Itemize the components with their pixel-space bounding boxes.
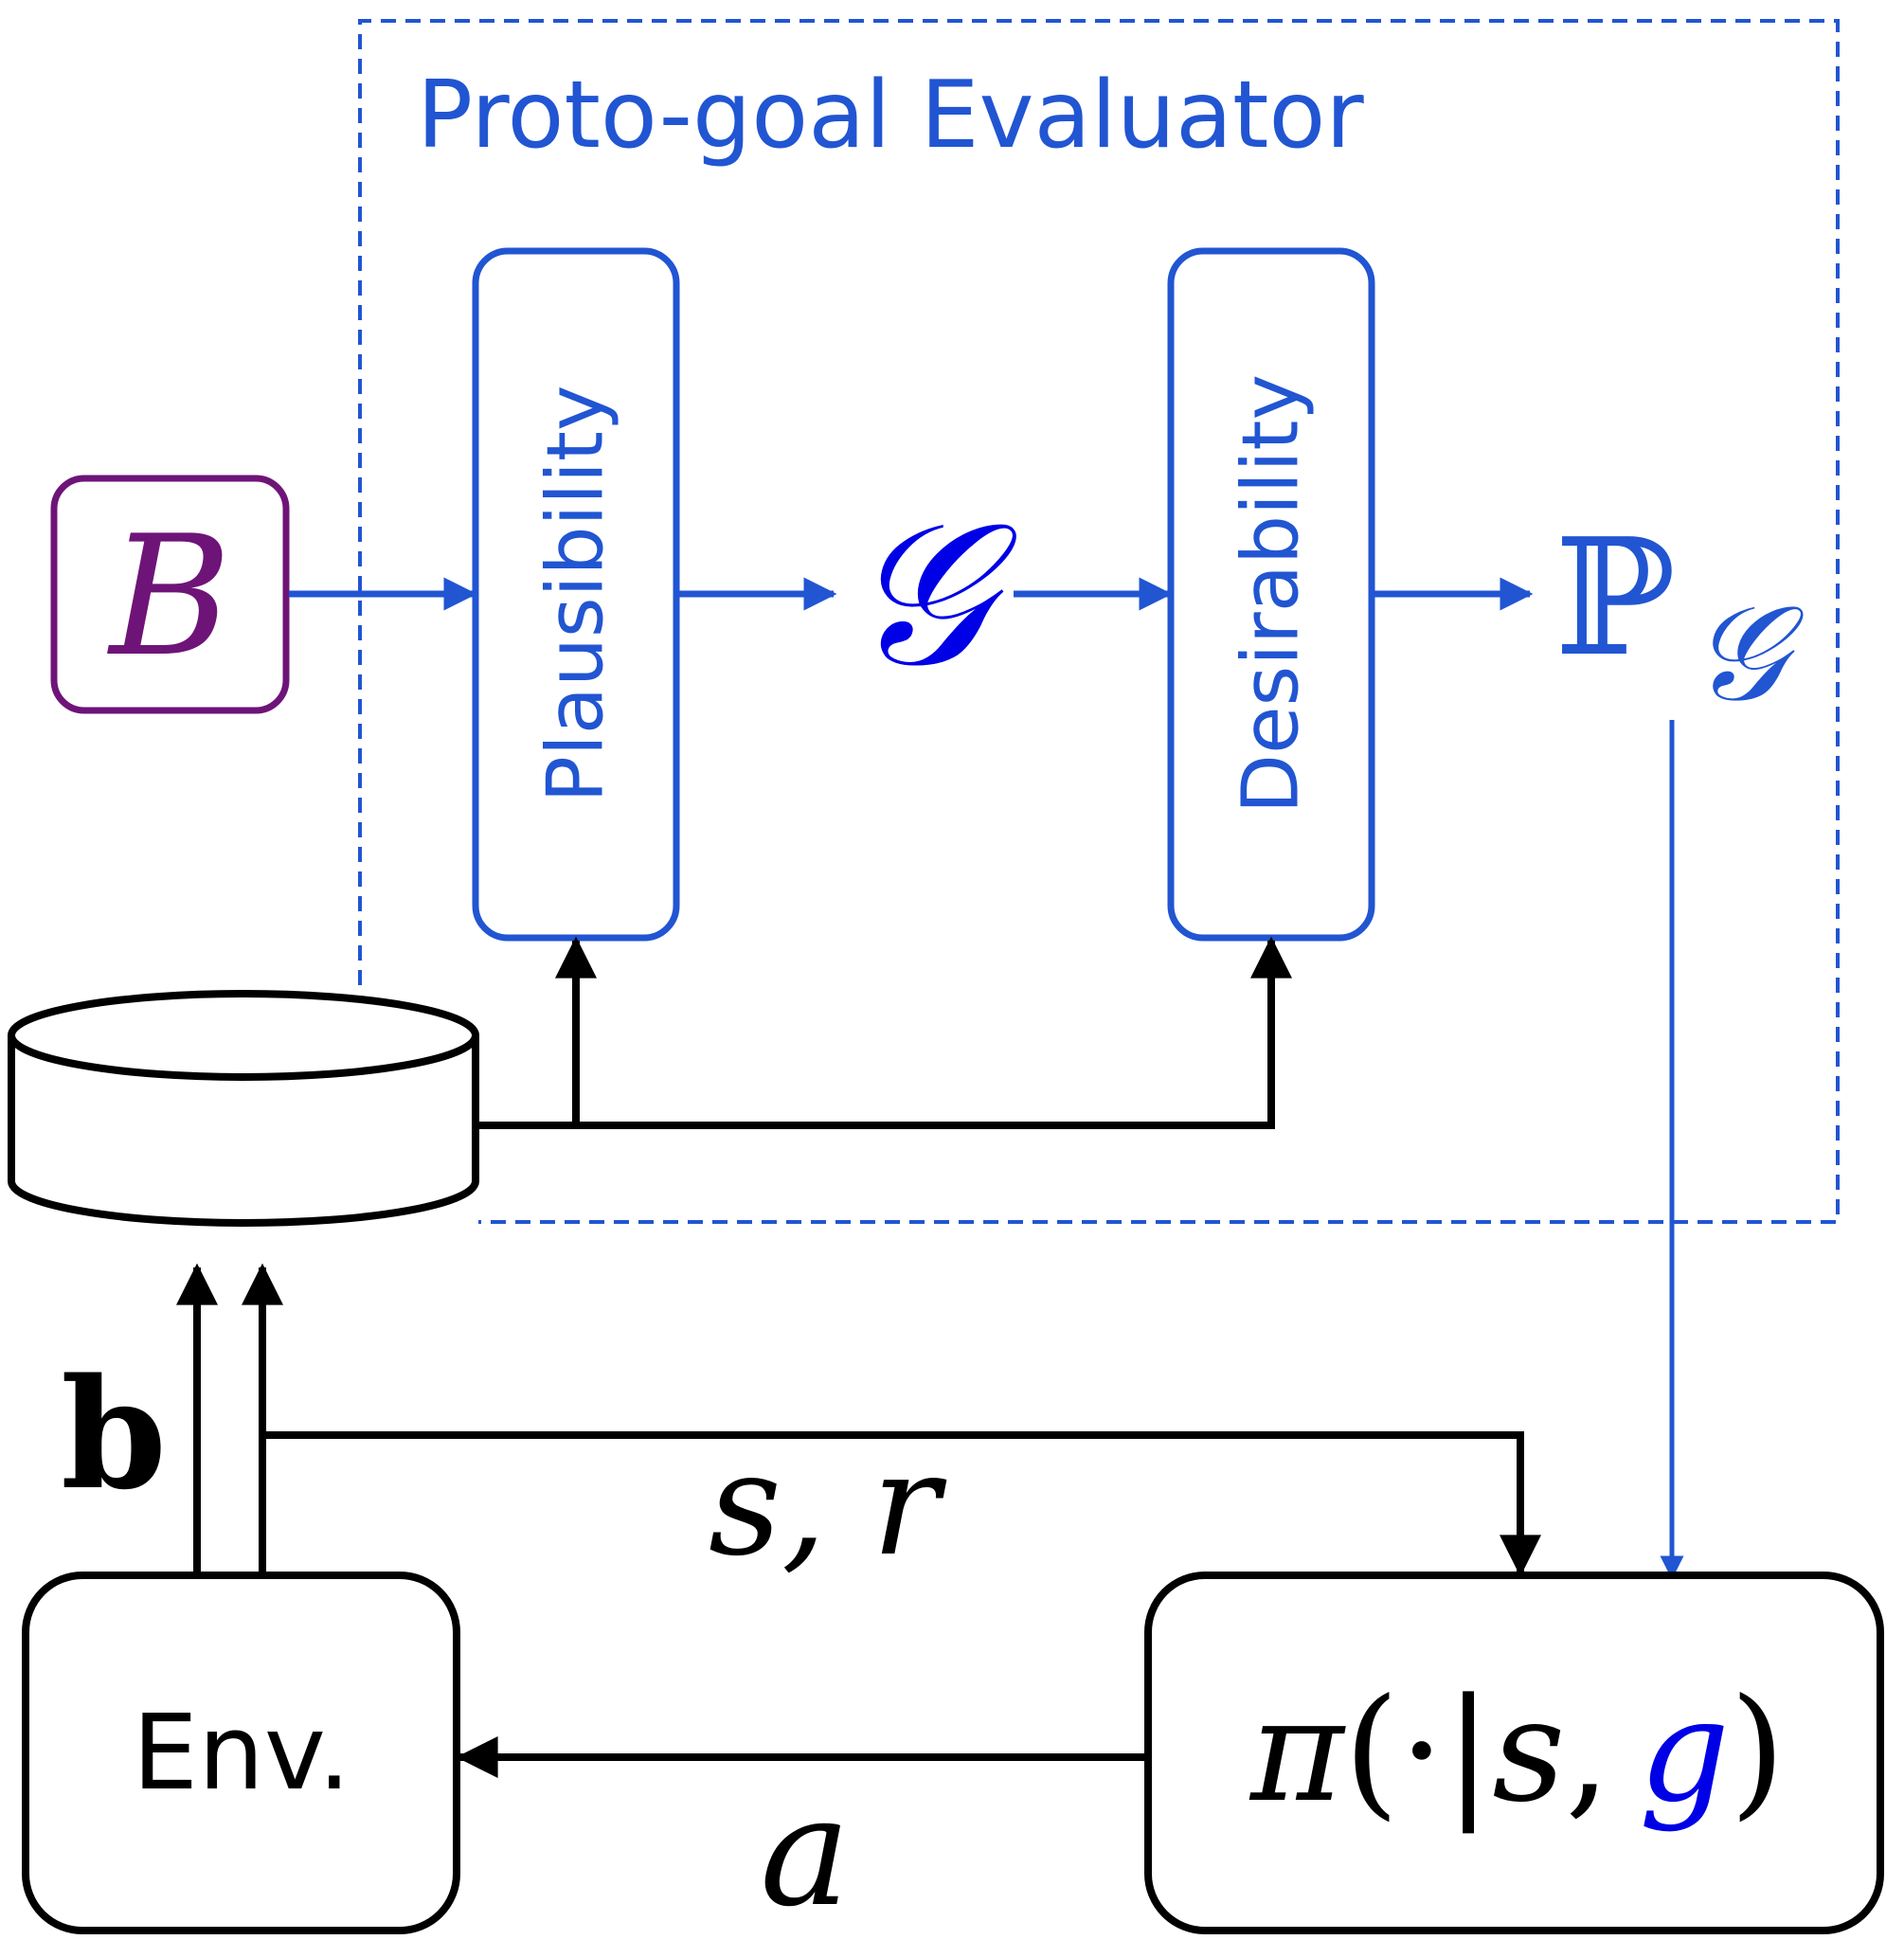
policy-open-paren: ( (1344, 1669, 1400, 1834)
goal-distribution-symbol: ℙ (1554, 505, 1676, 692)
belief-symbol: B (107, 501, 232, 693)
replay-buffer-cylinder[interactable] (8, 990, 479, 1227)
edge-label-b: b (61, 1345, 167, 1523)
plausibility-label: Plausibility (531, 385, 621, 802)
policy-goal: g (1639, 1669, 1730, 1834)
goal-set-symbol: 𝒢 (848, 478, 1017, 710)
policy-expression: π(·|s,g) (1248, 1669, 1786, 1834)
policy-close-paren: ) (1730, 1669, 1786, 1834)
edge-label-sr: s, r (709, 1423, 947, 1588)
arrow-env-sr-to-policy (262, 1431, 1541, 1577)
evaluator-title: Proto-goal Evaluator (417, 62, 1364, 170)
env-label: Env. (133, 1692, 351, 1813)
policy-pi: π (1248, 1669, 1346, 1834)
policy-comma: , (1565, 1669, 1610, 1834)
goal-distribution-subscript: 𝒢 (1691, 577, 1805, 731)
evaluator-frame (358, 19, 1840, 1224)
belief-box[interactable] (50, 475, 290, 714)
policy-state: s (1492, 1669, 1565, 1834)
desirability-label: Desirability (1227, 374, 1317, 814)
arrow-buffer-to-desirability (478, 936, 1292, 1129)
policy-bar: | (1445, 1669, 1493, 1834)
edge-label-a: a (760, 1763, 850, 1940)
policy-dot: · (1399, 1669, 1445, 1834)
